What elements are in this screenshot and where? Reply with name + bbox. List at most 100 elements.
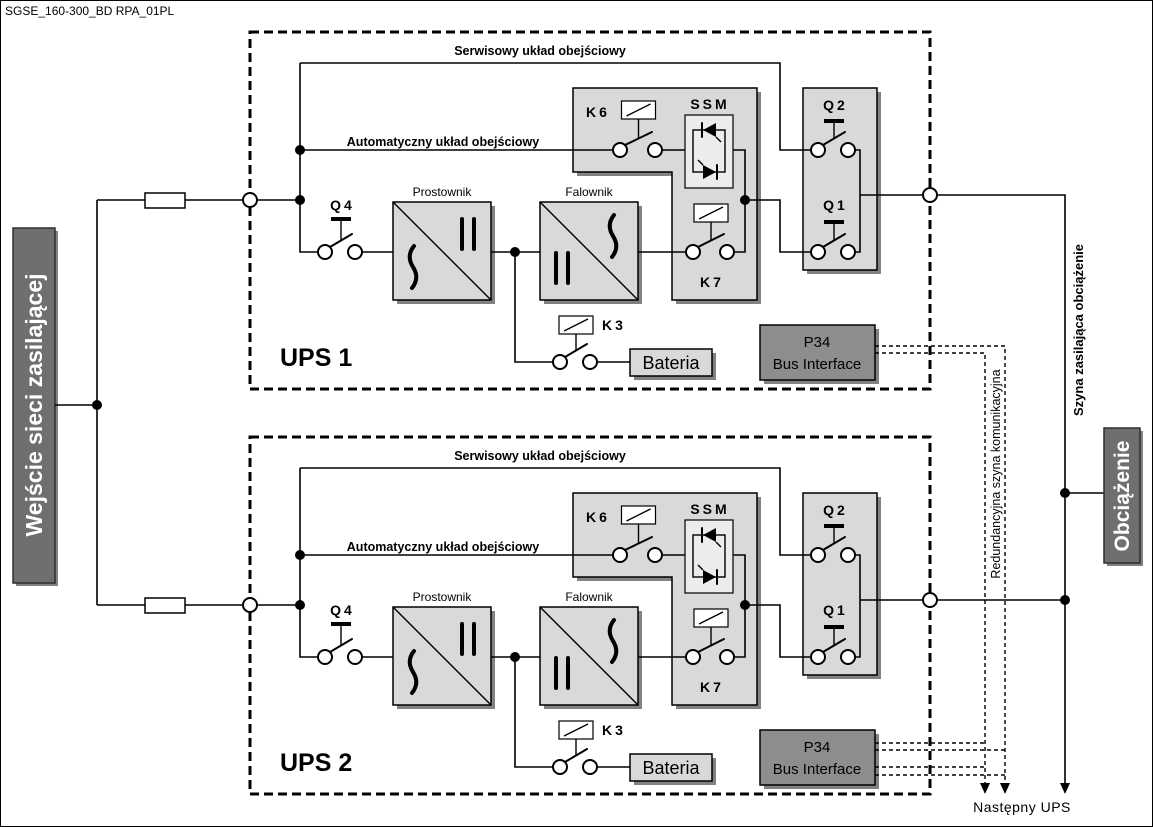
document-code: SGSE_160-300_BD RPA_01PL	[5, 4, 175, 18]
service-bypass-line	[300, 62, 811, 151]
switch-q2: Q2	[810, 502, 856, 563]
switch-k6: K6	[586, 100, 663, 158]
comm-bus-label: Redundancyjna szyna komunikacyjna	[989, 369, 1003, 578]
ups-input-terminal	[242, 597, 258, 613]
contact-terminal	[840, 547, 856, 563]
junction-dot	[740, 195, 750, 205]
junction-dot	[740, 600, 750, 610]
inverter-label: Falownik	[565, 185, 613, 199]
switch-k3-contact	[552, 343, 598, 370]
load-box	[1103, 427, 1141, 564]
junction-dot	[295, 600, 305, 610]
fuse-icon	[144, 597, 186, 614]
switch-q4: Q4	[317, 602, 363, 665]
contact-terminal	[810, 142, 826, 158]
arrow-down-icon	[1000, 783, 1010, 794]
service-bypass-label: Serwisowy układ obejściowy	[454, 449, 626, 463]
input-box	[12, 227, 56, 584]
load: Obciążenie	[1103, 427, 1143, 566]
switch-q1: Q1	[810, 197, 856, 260]
relay-coil-mark	[626, 103, 651, 117]
thyristor-icon	[703, 528, 716, 542]
switch-q4-label: Q4	[330, 197, 355, 213]
thyristor-gate	[697, 159, 704, 166]
bus-interface-block	[759, 729, 876, 786]
relay-coil-mark	[563, 318, 589, 332]
thyristor-icon	[703, 165, 716, 179]
ups-output-terminal	[922, 187, 938, 203]
contact-terminal	[840, 649, 856, 665]
bus-interface-block	[759, 324, 876, 381]
contact-terminal	[612, 142, 628, 158]
junction-dot	[295, 550, 305, 560]
rectifier-label: Prostownik	[413, 185, 473, 199]
arrow-down-icon	[980, 783, 990, 794]
switch-q2-contact	[810, 131, 856, 158]
battery-branch	[514, 252, 553, 363]
contact-terminal	[317, 244, 333, 260]
inverter-divider	[539, 201, 639, 301]
ssm-label: SSM	[690, 501, 729, 517]
ups-output-line	[855, 554, 923, 658]
ups-enclosure	[248, 435, 932, 796]
input-wiring	[257, 468, 318, 658]
switch-k6: K6	[586, 505, 663, 563]
switch-q1-label: Q1	[823, 197, 848, 213]
arrow-down-icon	[1060, 783, 1070, 794]
contact-terminal	[685, 649, 701, 665]
ups-name: UPS 2	[280, 749, 352, 777]
switch-q2-label: Q2	[823, 97, 848, 113]
junction-dot	[510, 652, 520, 662]
auto-bypass-label: Automatyczny układ obejściowy	[347, 135, 539, 149]
switch-k7: K7	[685, 608, 735, 695]
dc-symbol-icon	[554, 251, 570, 285]
bus-interface-code: P34	[804, 739, 831, 756]
contact-terminal	[647, 547, 663, 563]
contact-terminal	[810, 244, 826, 260]
inverter-path-to-q1	[745, 199, 811, 253]
contact-terminal	[552, 759, 568, 775]
ac-symbol-icon	[607, 213, 619, 259]
switch-q2: Q2	[810, 97, 856, 158]
relay-coil-mark	[563, 723, 589, 737]
battery-label: Bateria	[642, 758, 700, 778]
switch-k3-contact	[552, 748, 598, 775]
mains-input: Wejście sieci zasilającej	[12, 192, 243, 614]
switch-k3-label: K3	[602, 722, 626, 738]
dc-symbol-icon	[460, 217, 476, 251]
thyristor-gate	[697, 564, 704, 571]
ups-input-terminal	[242, 192, 258, 208]
dc-symbol-icon	[554, 656, 570, 690]
switch-q4-contact	[317, 638, 363, 665]
ssm-label: SSM	[690, 96, 729, 112]
ups-output-terminal	[922, 592, 938, 608]
ups-enclosure	[248, 30, 932, 391]
comm-bus-lines	[875, 345, 1006, 784]
switch-k7-contact	[685, 233, 735, 260]
contact-terminal	[810, 547, 826, 563]
ac-symbol-icon	[407, 649, 419, 695]
battery-branch	[514, 657, 553, 768]
service-bypass-line	[300, 467, 811, 556]
breaker-panel	[802, 87, 878, 271]
contact-terminal	[347, 244, 363, 260]
switch-k6-label: K6	[586, 104, 610, 120]
battery-block	[629, 348, 713, 377]
thyristor-icon	[703, 123, 716, 137]
inverter-divider	[539, 606, 639, 706]
input-feeder-wiring	[55, 199, 243, 606]
auto-bypass-label: Automatyczny układ obejściowy	[347, 540, 539, 554]
load-bus-label: Szyna zasilająca obciążenie	[1071, 244, 1086, 416]
switch-k7-label: K7	[700, 274, 724, 290]
battery-label: Bateria	[642, 353, 700, 373]
inverter-label: Falownik	[565, 590, 613, 604]
contact-terminal	[685, 244, 701, 260]
switch-k3-label: K3	[602, 317, 626, 333]
junction-dot	[295, 145, 305, 155]
switch-k3: K3	[552, 720, 626, 775]
contact-terminal	[317, 649, 333, 665]
contact-terminal	[647, 142, 663, 158]
